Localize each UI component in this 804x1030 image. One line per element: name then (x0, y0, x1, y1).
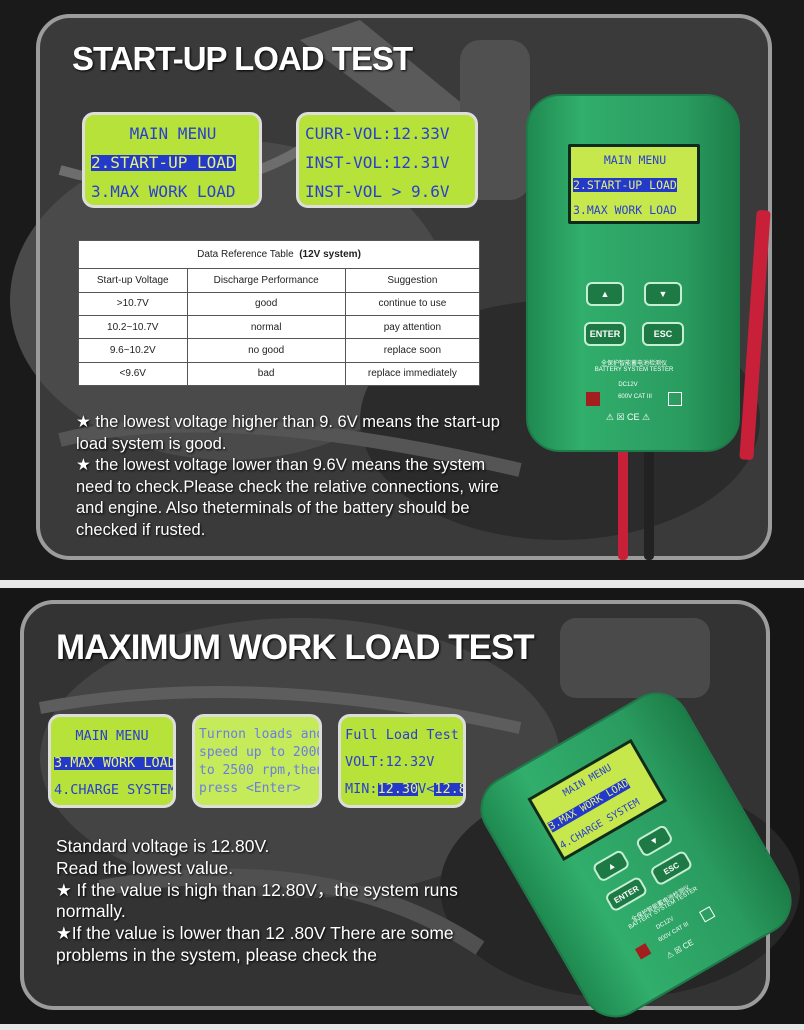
lcd-volt-reading: VOLT:12.32V (345, 753, 435, 770)
up-button[interactable]: ▲ (591, 848, 631, 884)
lcd-menu-item-selected: 3.MAX WORK LOAD (54, 754, 176, 771)
arrow-down-icon: ▼ (658, 289, 668, 299)
panel-frame (20, 600, 770, 1010)
lcd-menu-item-selected: 2.START-UP LOAD (91, 152, 236, 172)
device-screen: MAIN MENU 2.START-UP LOAD 3.MAX WORK LOA… (568, 144, 700, 224)
lcd-menu-title: MAIN MENU (129, 123, 217, 143)
lcd-menu-item: 3.MAX WORK LOAD (91, 181, 236, 201)
lcd-full-load-title: Full Load Test (345, 726, 459, 743)
lcd-menu-title: MAIN MENU (75, 727, 149, 744)
note-line: Standard voltage is 12.80V. (56, 836, 270, 856)
table-row: <9.6V bad replace immediately (78, 361, 481, 387)
lcd-main-menu: MAIN MENU 2.START-UP LOAD 3.MAX WORK LOA… (82, 112, 262, 208)
panel-frame (36, 14, 772, 560)
note-line: Read the lowest value. (56, 857, 234, 878)
column-header: Suggestion (344, 268, 481, 293)
down-button[interactable]: ▼ (644, 282, 682, 306)
device-cn-label: 全保护智能蓄电池检测仪 (600, 361, 667, 367)
certification-marks: ⚠ ☒ CE (664, 937, 696, 961)
lcd-menu-item: 4.CHARGE SYSTEM (54, 781, 176, 798)
page-title: START-UP LOAD TEST (72, 40, 413, 77)
dc-label: DC12V (618, 382, 638, 388)
lcd-instructions: Turnon loads and speed up to 2000 to 250… (192, 714, 322, 808)
cat-label: 600V CAT III (618, 394, 652, 400)
black-terminal (699, 906, 716, 923)
table-header-row: Start-up Voltage Discharge Performance S… (78, 268, 481, 293)
arrow-up-icon: ▲ (600, 289, 610, 299)
lcd-instant-voltage: INST-VOL:12.31V (305, 152, 450, 172)
startup-notes: ★ the lowest voltage higher than 9. 6V m… (76, 412, 516, 541)
note-line: ★ the lowest voltage higher than 9. 6V m… (76, 413, 500, 453)
page-title: MAXIMUM WORK LOAD TEST (56, 628, 535, 667)
device-en-label: BATTERY SYSTEM TESTER (594, 367, 674, 373)
certification-marks: ⚠ ☒ CE ⚠ (605, 412, 651, 422)
lcd-current-voltage: CURR-VOL:12.33V (305, 123, 450, 143)
arrow-up-icon: ▲ (604, 859, 618, 873)
black-cable (644, 440, 654, 560)
note-line: ★ the lowest voltage lower than 9.6V mea… (76, 456, 499, 539)
esc-button[interactable]: ESC (642, 322, 684, 346)
red-cable (618, 440, 628, 560)
column-header: Discharge Performance (186, 268, 346, 293)
down-button[interactable]: ▼ (634, 823, 675, 859)
black-terminal (668, 392, 682, 406)
up-button[interactable]: ▲ (586, 282, 624, 306)
arrow-down-icon: ▼ (648, 834, 661, 848)
startup-load-panel: START-UP LOAD TEST MAIN MENU 2.START-UP … (0, 0, 804, 580)
note-line: ★ If the value is high than 12.80V，the s… (56, 879, 458, 922)
table-row: >10.7V good continue to use (78, 291, 481, 317)
table-caption: Data Reference Table (12V system) (78, 239, 480, 270)
lcd-voltage-readings: CURR-VOL:12.33V INST-VOL:12.31V INST-VOL… (296, 112, 478, 208)
table-row: 9.6~10.2V no good replace soon (78, 338, 481, 363)
lcd-instant-threshold: INST-VOL > 9.6V (305, 181, 450, 201)
column-header: Start-up Voltage (78, 268, 188, 293)
enter-button[interactable]: ENTER (584, 322, 626, 346)
battery-tester-device: MAIN MENU 2.START-UP LOAD 3.MAX WORK LOA… (526, 94, 740, 452)
data-reference-table: Data Reference Table (12V system) Start-… (78, 239, 481, 387)
lcd-min-reading: MIN: 12.30 V< 12.8 (345, 780, 466, 797)
red-terminal (586, 392, 600, 406)
max-load-notes: Standard voltage is 12.80V. Read the low… (56, 836, 466, 967)
table-row: 10.2~10.7V normal pay attention (78, 315, 481, 340)
lcd-main-menu: MAIN MENU 3.MAX WORK LOAD 4.CHARGE SYSTE… (48, 714, 176, 808)
note-line: ★If the value is lower than 12 .80V Ther… (56, 923, 454, 965)
lcd-full-load-test: Full Load Test VOLT:12.32V MIN: 12.30 V<… (338, 714, 466, 808)
